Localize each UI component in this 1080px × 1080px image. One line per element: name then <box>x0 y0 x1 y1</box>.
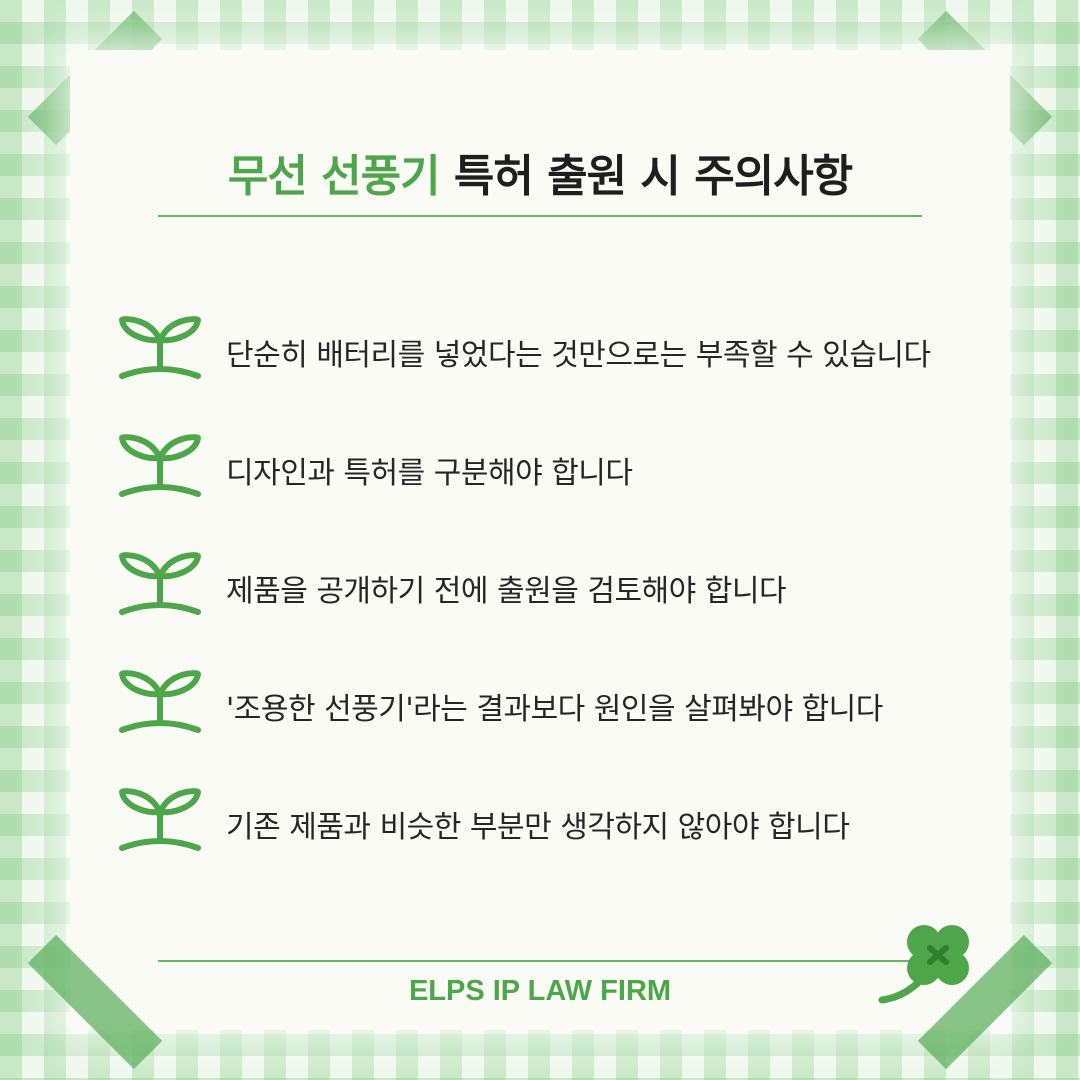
footer-brand: ELPS IP LAW FIRM <box>408 975 672 1007</box>
page-title: 무선 선풍기 특허 출원 시 주의사항 <box>158 140 922 204</box>
list-item: 디자인과 특허를 구분해야 합니다 <box>116 430 1016 502</box>
paper-card <box>70 50 1010 1030</box>
list-item: 제품을 공개하기 전에 출원을 검토해야 합니다 <box>116 548 1016 620</box>
bottom-divider <box>158 960 922 962</box>
list-item-label: 기존 제품과 비슷한 부분만 생각하지 않아야 합니다 <box>226 810 850 845</box>
sprout-icon <box>119 552 201 615</box>
sprout-icon <box>119 316 201 379</box>
list-item-label: 단순히 배터리를 넣었다는 것만으로는 부족할 수 있습니다 <box>226 338 931 373</box>
title-accent: 무선 선풍기 <box>227 151 441 202</box>
list-item: '조용한 선풍기'라는 결과보다 원인을 살펴봐야 합니다 <box>116 666 1016 738</box>
top-divider <box>158 215 922 217</box>
list-item-label: 제품을 공개하기 전에 출원을 검토해야 합니다 <box>226 574 787 609</box>
list-item-label: 디자인과 특허를 구분해야 합니다 <box>226 456 633 491</box>
clover-icon <box>878 925 969 1004</box>
list-item: 기존 제품과 비슷한 부분만 생각하지 않아야 합니다 <box>116 784 1016 856</box>
sprout-icon <box>119 670 201 733</box>
list-item: 단순히 배터리를 넣었다는 것만으로는 부족할 수 있습니다 <box>116 312 1016 384</box>
sprout-icon <box>119 434 201 497</box>
list-item-label: '조용한 선풍기'라는 결과보다 원인을 살펴봐야 합니다 <box>226 692 883 727</box>
sprout-icon <box>119 788 201 851</box>
title-rest: 특허 출원 시 주의사항 <box>439 151 853 202</box>
